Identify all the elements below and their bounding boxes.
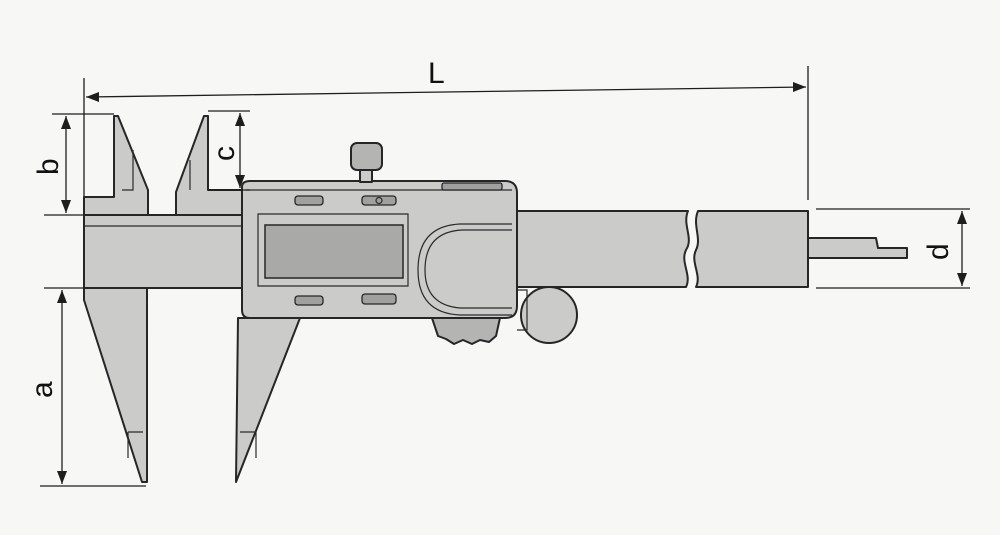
lcd-display	[264, 224, 404, 279]
thumb-grip-curve	[424, 229, 512, 309]
thumb-wheel-gear[interactable]	[431, 317, 501, 345]
dim-L-arrow-right	[793, 82, 806, 92]
dim-L-arrow-left	[86, 92, 99, 102]
slider-outside-jaw	[235, 317, 301, 483]
depth-rod	[807, 237, 908, 259]
dim-L-line	[85, 86, 807, 98]
main-beam-end	[693, 210, 809, 288]
mode-button-dot	[375, 196, 383, 205]
dim-a-arrow-bottom	[57, 471, 67, 484]
dim-c-arrow-top	[235, 113, 245, 126]
slider-bezel	[257, 213, 409, 287]
dim-d-arrow-bottom	[957, 273, 967, 286]
slider-jaw-tip-detail	[240, 431, 257, 458]
dim-b-arrow-bottom	[61, 200, 71, 213]
main-beam-right	[514, 210, 690, 288]
dim-c-arrow-bottom	[235, 175, 245, 188]
beam-break-line	[683, 210, 690, 288]
label-a: a	[26, 381, 59, 398]
fixed-inside-jaw	[83, 115, 149, 216]
dim-b-arrow-top	[61, 116, 71, 129]
label-L: L	[428, 57, 445, 90]
label-c: c	[208, 146, 241, 161]
fixed-inside-jaw-detail	[122, 150, 134, 191]
unit-button[interactable]	[361, 293, 397, 305]
thumb-grip-curve-outer	[417, 223, 512, 316]
zero-button[interactable]	[294, 195, 324, 206]
thumb-roller-bracket	[517, 289, 528, 331]
mode-button[interactable]	[361, 195, 397, 206]
dim-a-arrow-top	[57, 290, 67, 303]
slider-inside-jaw	[175, 115, 243, 216]
dim-d-arrow-top	[957, 211, 967, 224]
label-d: d	[922, 243, 955, 260]
thumb-roller[interactable]	[520, 286, 578, 344]
fixed-jaw-tip-detail	[127, 431, 143, 458]
fixed-outside-jaw	[83, 287, 148, 483]
lock-screw-knob[interactable]	[350, 142, 383, 171]
top-right-label-plate	[441, 182, 503, 191]
on-off-button[interactable]	[294, 295, 324, 306]
label-b: b	[32, 158, 65, 175]
